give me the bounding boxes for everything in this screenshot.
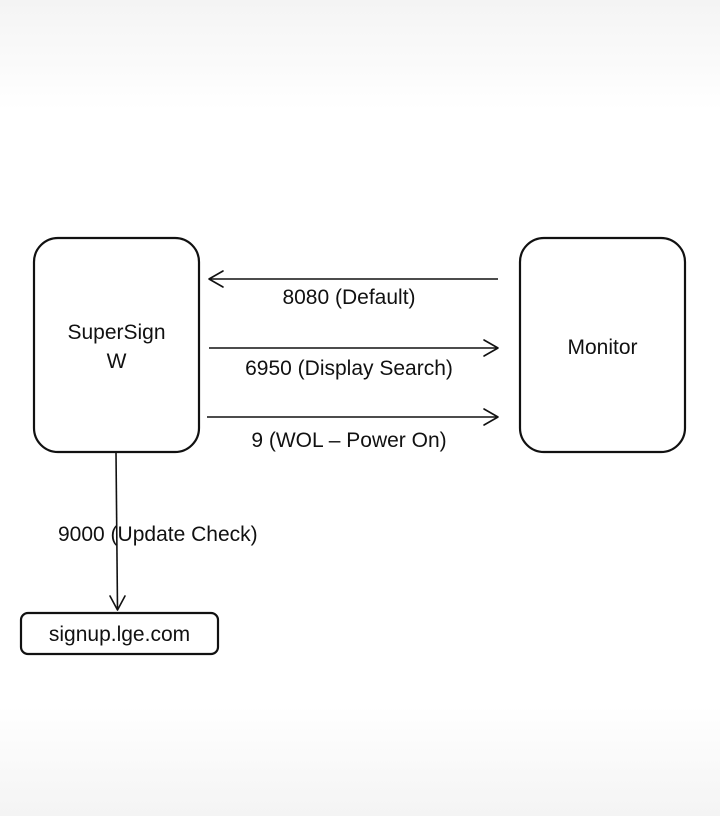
server-label: signup.lge.com	[49, 623, 190, 646]
supersign-label-line1: SuperSign	[67, 321, 165, 344]
arrowhead-right-icon	[483, 339, 499, 357]
arrowhead-left-icon	[208, 270, 224, 288]
node-monitor: Monitor	[518, 236, 687, 454]
server-box	[19, 611, 220, 656]
edge-update-check: 9000 (Update Check)	[58, 451, 258, 611]
monitor-box	[518, 236, 687, 454]
edge-default-label: 8080 (Default)	[282, 286, 415, 309]
arrowhead-down-icon	[109, 595, 126, 611]
node-supersign-w: SuperSign W	[32, 236, 201, 454]
monitor-label: Monitor	[567, 336, 637, 359]
supersign-box	[32, 236, 201, 454]
edge-wol: 9 (WOL – Power On)	[207, 408, 499, 452]
node-signup-server: signup.lge.com	[19, 611, 220, 656]
background-fade-top	[0, 0, 720, 110]
edge-update-check-line	[115, 451, 119, 610]
edge-default-port: 8080 (Default)	[208, 270, 498, 309]
edge-wol-label: 9 (WOL – Power On)	[251, 429, 446, 452]
background-fade-bottom	[0, 706, 720, 816]
arrowhead-right-icon	[483, 408, 499, 426]
edge-update-check-label: 9000 (Update Check)	[58, 523, 258, 546]
supersign-label-line2: W	[107, 350, 127, 373]
edge-display-search-label: 6950 (Display Search)	[245, 357, 453, 380]
edge-display-search: 6950 (Display Search)	[209, 339, 499, 380]
